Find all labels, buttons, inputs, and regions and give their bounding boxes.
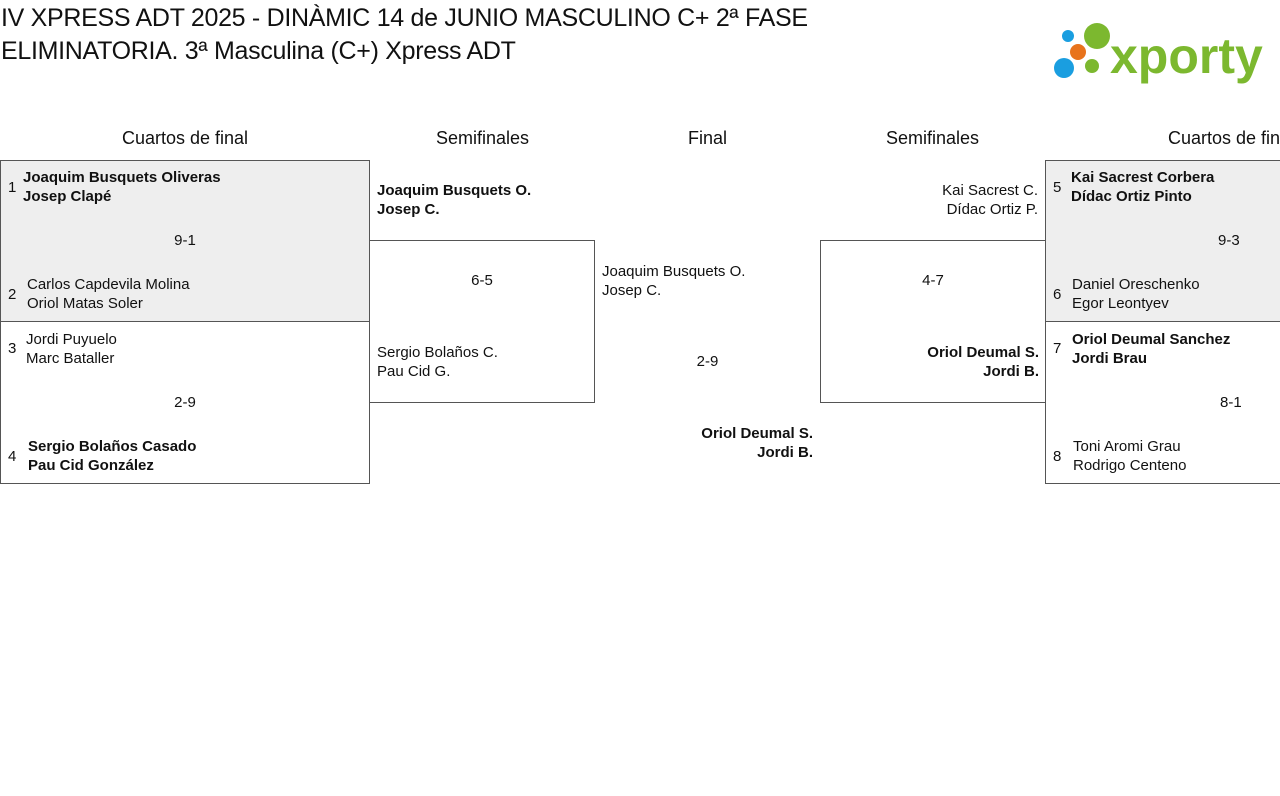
xporty-logo: xporty bbox=[1052, 18, 1280, 84]
player-name: Josep Clapé bbox=[23, 188, 112, 205]
match-score: 6-5 bbox=[471, 272, 493, 289]
player-name: Oriol Deumal S. bbox=[927, 344, 1039, 361]
seed-number: 2 bbox=[8, 286, 17, 303]
player-name: Jordi Brau bbox=[1072, 350, 1148, 367]
player-name: Pau Cid González bbox=[28, 457, 154, 474]
team-loser: Carlos Capdevila Molina Oriol Matas Sole… bbox=[27, 275, 190, 313]
match-score: 9-3 bbox=[1218, 232, 1240, 249]
team-winner: Oriol Deumal Sanchez Jordi Brau bbox=[1072, 330, 1230, 368]
seed-number: 7 bbox=[1053, 340, 1062, 357]
player-name: Kai Sacrest C. bbox=[942, 182, 1038, 199]
match-qf-2[interactable]: 3 Jordi Puyuelo Marc Bataller 2-9 4 Serg… bbox=[0, 321, 370, 484]
round-header-right-sf: Semifinales bbox=[885, 128, 980, 148]
player-name: Joaquim Busquets O. bbox=[377, 182, 532, 199]
player-name: Egor Leontyev bbox=[1072, 295, 1169, 312]
team-loser: Jordi Puyuelo Marc Bataller bbox=[26, 330, 117, 368]
match-sf-left[interactable]: 6-5 Sergio Bolaños C. Pau Cid G. bbox=[369, 240, 595, 403]
team-winner: Kai Sacrest Corbera Dídac Ortiz Pinto bbox=[1071, 168, 1214, 206]
player-name: Toni Aromi Grau bbox=[1073, 438, 1181, 455]
team-loser: Toni Aromi Grau Rodrigo Centeno bbox=[1073, 437, 1186, 475]
page-title: IV XPRESS ADT 2025 - DINÀMIC 14 de JUNIO… bbox=[1, 4, 808, 65]
logo-text: xporty bbox=[1110, 28, 1263, 84]
round-header-right-qf: Cuartos de final bbox=[1167, 128, 1280, 148]
final-score: 2-9 bbox=[696, 353, 719, 370]
player-name: Dídac Ortiz P. bbox=[946, 201, 1038, 218]
player-name: Rodrigo Centeno bbox=[1073, 457, 1187, 474]
team-loser: Sergio Bolaños C. Pau Cid G. bbox=[377, 343, 498, 381]
match-qf-1[interactable]: 1 Joaquim Busquets Oliveras Josep Clapé … bbox=[0, 160, 370, 322]
player-name: Pau Cid G. bbox=[377, 363, 451, 380]
match-score: 2-9 bbox=[174, 394, 196, 411]
player-name: Oriol Deumal Sanchez bbox=[1072, 331, 1231, 348]
player-name: Josep C. bbox=[602, 282, 662, 299]
match-qf-4[interactable]: 7 Oriol Deumal Sanchez Jordi Brau 8-1 8 … bbox=[1045, 321, 1280, 484]
seed-number: 5 bbox=[1053, 179, 1062, 196]
seed-number: 1 bbox=[8, 179, 17, 196]
player-name: Oriol Deumal S. bbox=[701, 425, 813, 442]
player-name: Oriol Matas Soler bbox=[27, 295, 143, 312]
sf-right-top-team: Kai Sacrest C. Dídac Ortiz P. bbox=[820, 181, 1038, 219]
match-sf-right[interactable]: 4-7 Oriol Deumal S. Jordi B. bbox=[820, 240, 1046, 403]
player-name: Joaquim Busquets Oliveras bbox=[23, 169, 221, 186]
match-qf-3[interactable]: 5 Kai Sacrest Corbera Dídac Ortiz Pinto … bbox=[1045, 160, 1280, 322]
round-header-final: Final bbox=[687, 128, 727, 148]
player-name: Jordi Puyuelo bbox=[26, 331, 117, 348]
sf-left-top-team: Joaquim Busquets O. Josep C. bbox=[377, 181, 531, 219]
match-score: 4-7 bbox=[922, 272, 944, 289]
seed-number: 8 bbox=[1053, 448, 1062, 465]
seed-number: 4 bbox=[8, 448, 17, 465]
player-name: Jordi B. bbox=[983, 363, 1039, 380]
player-name: Carlos Capdevila Molina bbox=[27, 276, 190, 293]
match-score: 9-1 bbox=[174, 232, 196, 249]
player-name: Kai Sacrest Corbera bbox=[1071, 169, 1215, 186]
team-winner: Joaquim Busquets Oliveras Josep Clapé bbox=[23, 168, 221, 206]
match-score: 8-1 bbox=[1220, 394, 1242, 411]
team-loser: Daniel Oreschenko Egor Leontyev bbox=[1072, 275, 1200, 313]
seed-number: 6 bbox=[1053, 286, 1062, 303]
final-bottom-team: Oriol Deumal S. Jordi B. bbox=[595, 424, 813, 462]
seed-number: 3 bbox=[8, 340, 17, 357]
player-name: Marc Bataller bbox=[26, 350, 115, 367]
round-header-left-sf: Semifinales bbox=[435, 128, 530, 148]
final-top-team: Joaquim Busquets O. Josep C. bbox=[602, 262, 745, 300]
round-header-left-qf: Cuartos de final bbox=[121, 128, 249, 148]
team-winner: Sergio Bolaños Casado Pau Cid González bbox=[28, 437, 196, 475]
team-winner: Oriol Deumal S. Jordi B. bbox=[821, 343, 1039, 381]
player-name: Dídac Ortiz Pinto bbox=[1071, 188, 1192, 205]
player-name: Sergio Bolaños Casado bbox=[28, 438, 197, 455]
player-name: Sergio Bolaños C. bbox=[377, 344, 498, 361]
player-name: Jordi B. bbox=[757, 444, 813, 461]
player-name: Daniel Oreschenko bbox=[1072, 276, 1200, 293]
player-name: Joaquim Busquets O. bbox=[602, 263, 746, 280]
player-name: Josep C. bbox=[377, 201, 440, 218]
